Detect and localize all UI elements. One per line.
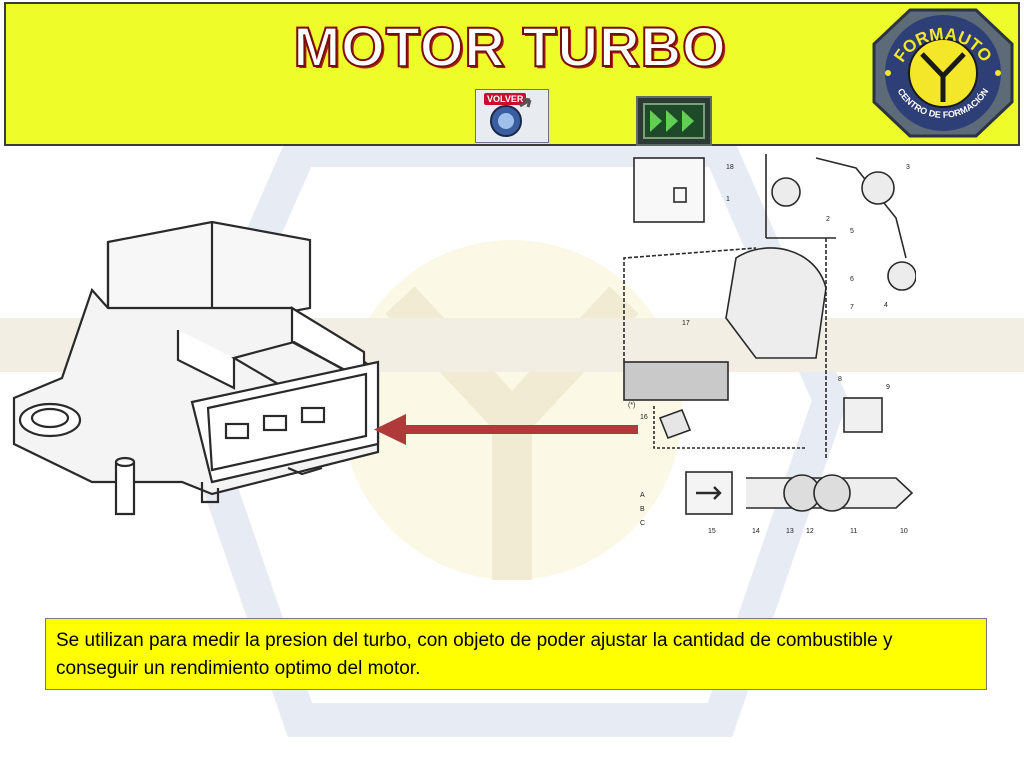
description-text: Se utilizan para medir la presion del tu… xyxy=(45,618,987,690)
legend-a: A xyxy=(640,492,645,499)
formauto-logo: FORMAUTO CENTRO DE FORMACIÓN xyxy=(872,8,1014,138)
turbo-system-diagram xyxy=(623,154,916,515)
pressure-sensor-drawing xyxy=(12,220,380,516)
legend-b: B xyxy=(640,506,645,513)
label-18: 18 xyxy=(726,164,734,171)
label-10: 10 xyxy=(900,528,908,535)
label-7: 7 xyxy=(850,304,854,311)
label-9: 9 xyxy=(886,384,890,391)
pointer-arrow xyxy=(374,414,638,445)
label-16: 16 xyxy=(640,414,648,421)
volver-label: VOLVER xyxy=(484,93,527,105)
triple-play-icon xyxy=(643,103,705,139)
label-15: 15 xyxy=(708,528,716,535)
next-button[interactable] xyxy=(636,96,712,146)
back-arrow-icon xyxy=(490,97,532,137)
legend-c: C xyxy=(640,520,646,527)
label-2: 2 xyxy=(826,216,830,223)
label-1: 1 xyxy=(726,196,730,203)
label-star: (*) xyxy=(628,402,636,409)
page-title: MOTOR TURBO xyxy=(292,14,727,79)
label-17: 17 xyxy=(682,320,690,327)
label-13: 13 xyxy=(786,528,794,535)
label-6: 6 xyxy=(850,276,854,283)
volver-button[interactable]: VOLVER xyxy=(475,89,549,143)
label-3: 3 xyxy=(906,164,910,171)
label-14: 14 xyxy=(752,528,760,535)
label-12: 12 xyxy=(806,528,814,535)
label-11: 11 xyxy=(850,528,858,535)
label-8: 8 xyxy=(838,376,842,383)
label-5: 5 xyxy=(850,228,854,235)
label-4: 4 xyxy=(884,302,888,309)
